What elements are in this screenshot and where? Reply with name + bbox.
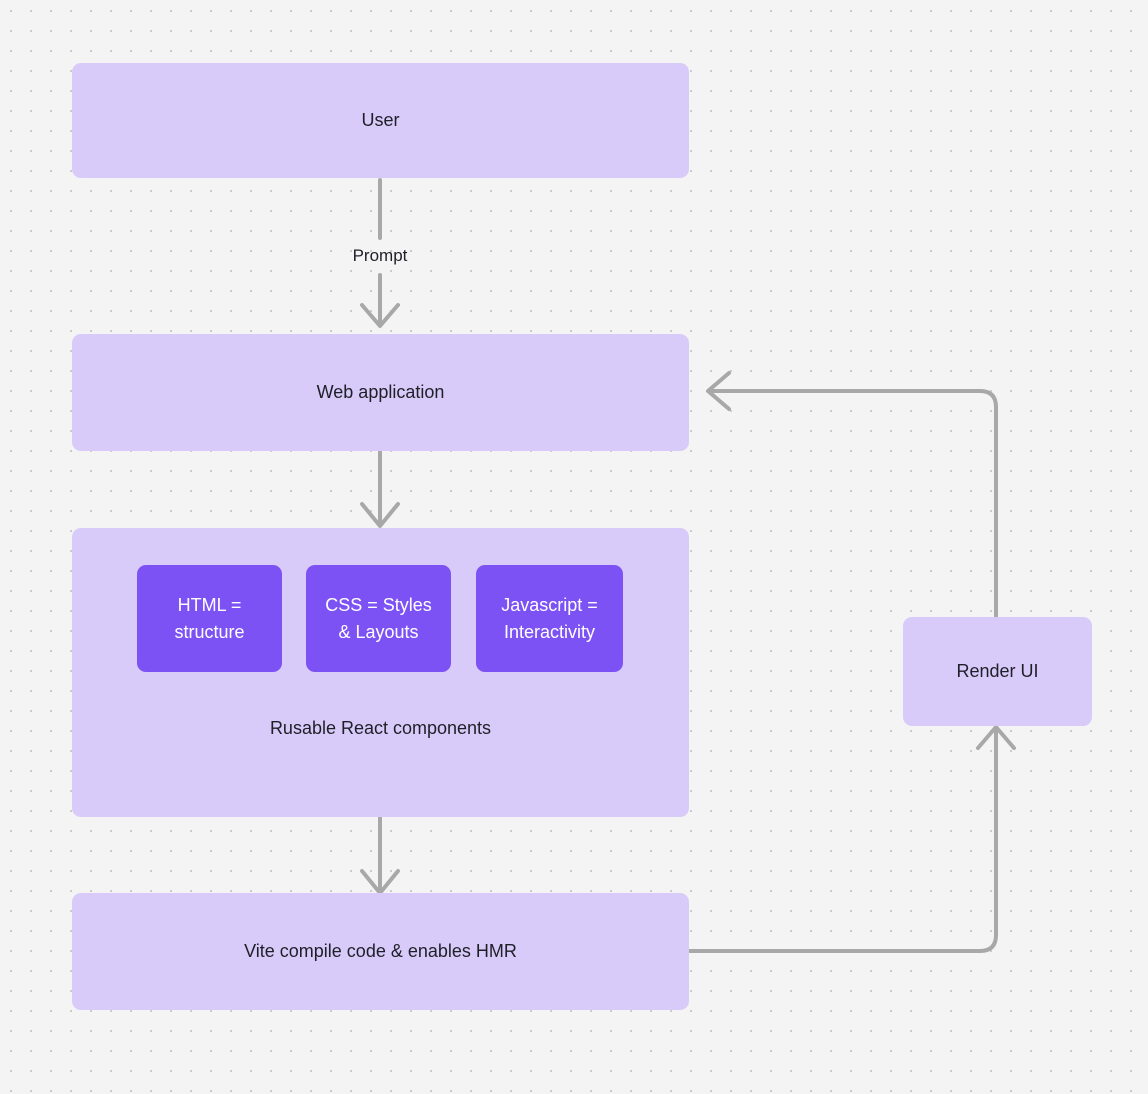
components-group-caption: Rusable React components [72,718,689,739]
edge-label-prompt-text: Prompt [352,246,408,265]
chip-css[interactable]: CSS = Styles & Layouts [306,565,451,672]
node-render-ui-label: Render UI [956,661,1039,682]
node-vite[interactable]: Vite compile code & enables HMR [72,893,689,1010]
node-web-application-label: Web application [316,382,445,403]
edge-vite-to-render [687,727,998,953]
chip-html[interactable]: HTML = structure [137,565,282,672]
chip-javascript-label: Javascript = Interactivity [501,594,598,642]
edge-render-to-web [709,389,998,618]
node-render-ui[interactable]: Render UI [903,617,1092,726]
edge-components-to-vite-arrowhead [360,869,400,895]
node-user[interactable]: User [72,63,689,178]
edge-label-prompt: Prompt [330,246,430,266]
edge-render-to-web-arrowhead [706,371,731,411]
node-user-label: User [361,110,400,131]
chip-html-label: HTML = structure [174,594,245,642]
edge-user-to-web-arrowhead [360,303,400,328]
node-web-application[interactable]: Web application [72,334,689,451]
node-components-group[interactable]: HTML = structure CSS = Styles & Layouts … [72,528,689,817]
chip-css-label: CSS = Styles & Layouts [325,594,432,642]
node-vite-label: Vite compile code & enables HMR [244,941,517,962]
components-group-caption-text: Rusable React components [269,718,492,738]
edge-web-to-components-arrowhead [360,502,400,528]
chip-javascript[interactable]: Javascript = Interactivity [476,565,623,672]
edge-vite-to-render-arrowhead [976,725,1016,750]
